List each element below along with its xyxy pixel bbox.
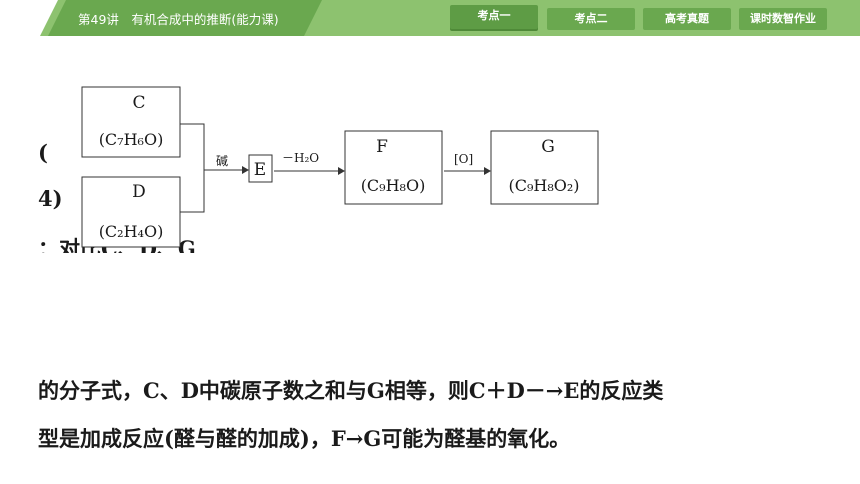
arrow-head-2 — [338, 167, 345, 175]
reagent-base: 碱 — [216, 154, 228, 168]
box-f-formula: (C₉H₈O) — [361, 176, 426, 195]
box-d — [81, 176, 181, 248]
header-bar: 第49讲 有机合成中的推断(能力课) 考点一 考点二 高考真题 课时数智作业 — [0, 0, 860, 36]
side-text-paren: ( — [38, 140, 48, 165]
box-d-formula: (C₂H₄O) — [99, 222, 164, 241]
explanation-line-1: 的分子式，C、D中碳原子数之和与G相等，则C＋D－→E的反应类 — [38, 378, 664, 403]
box-e-label: E — [254, 160, 266, 180]
arrow-head-3 — [484, 167, 491, 175]
side-text-4: 4) — [38, 186, 63, 211]
box-f — [344, 130, 443, 205]
box-g — [490, 130, 599, 205]
join-bracket — [180, 123, 205, 213]
tab-keshi-zuoye[interactable]: 课时数智作业 — [739, 8, 827, 30]
box-f-name: F — [376, 137, 388, 157]
box-g-formula: (C₉H₈O₂) — [508, 176, 579, 195]
reagent-oxidation: [O] — [454, 152, 473, 166]
tab-gaokao-zhenti[interactable]: 高考真题 — [643, 8, 731, 30]
box-c-name: C — [132, 93, 145, 113]
tab-kaodian-1[interactable]: 考点一 — [450, 5, 538, 29]
page-title: 第49讲 有机合成中的推断(能力课) — [78, 12, 279, 27]
tab-kaodian-2[interactable]: 考点二 — [547, 8, 635, 30]
box-c — [81, 86, 181, 158]
box-g-name: G — [541, 137, 555, 157]
explanation-line-2: 型是加成反应(醛与醛的加成)，F→G可能为醛基的氧化。 — [38, 426, 571, 451]
box-c-formula: (C₇H₆O) — [99, 130, 164, 149]
reagent-minus-water: －H₂O — [282, 151, 319, 165]
box-e — [248, 154, 273, 183]
arrow-head-1 — [242, 166, 249, 174]
box-d-name: D — [132, 182, 146, 202]
